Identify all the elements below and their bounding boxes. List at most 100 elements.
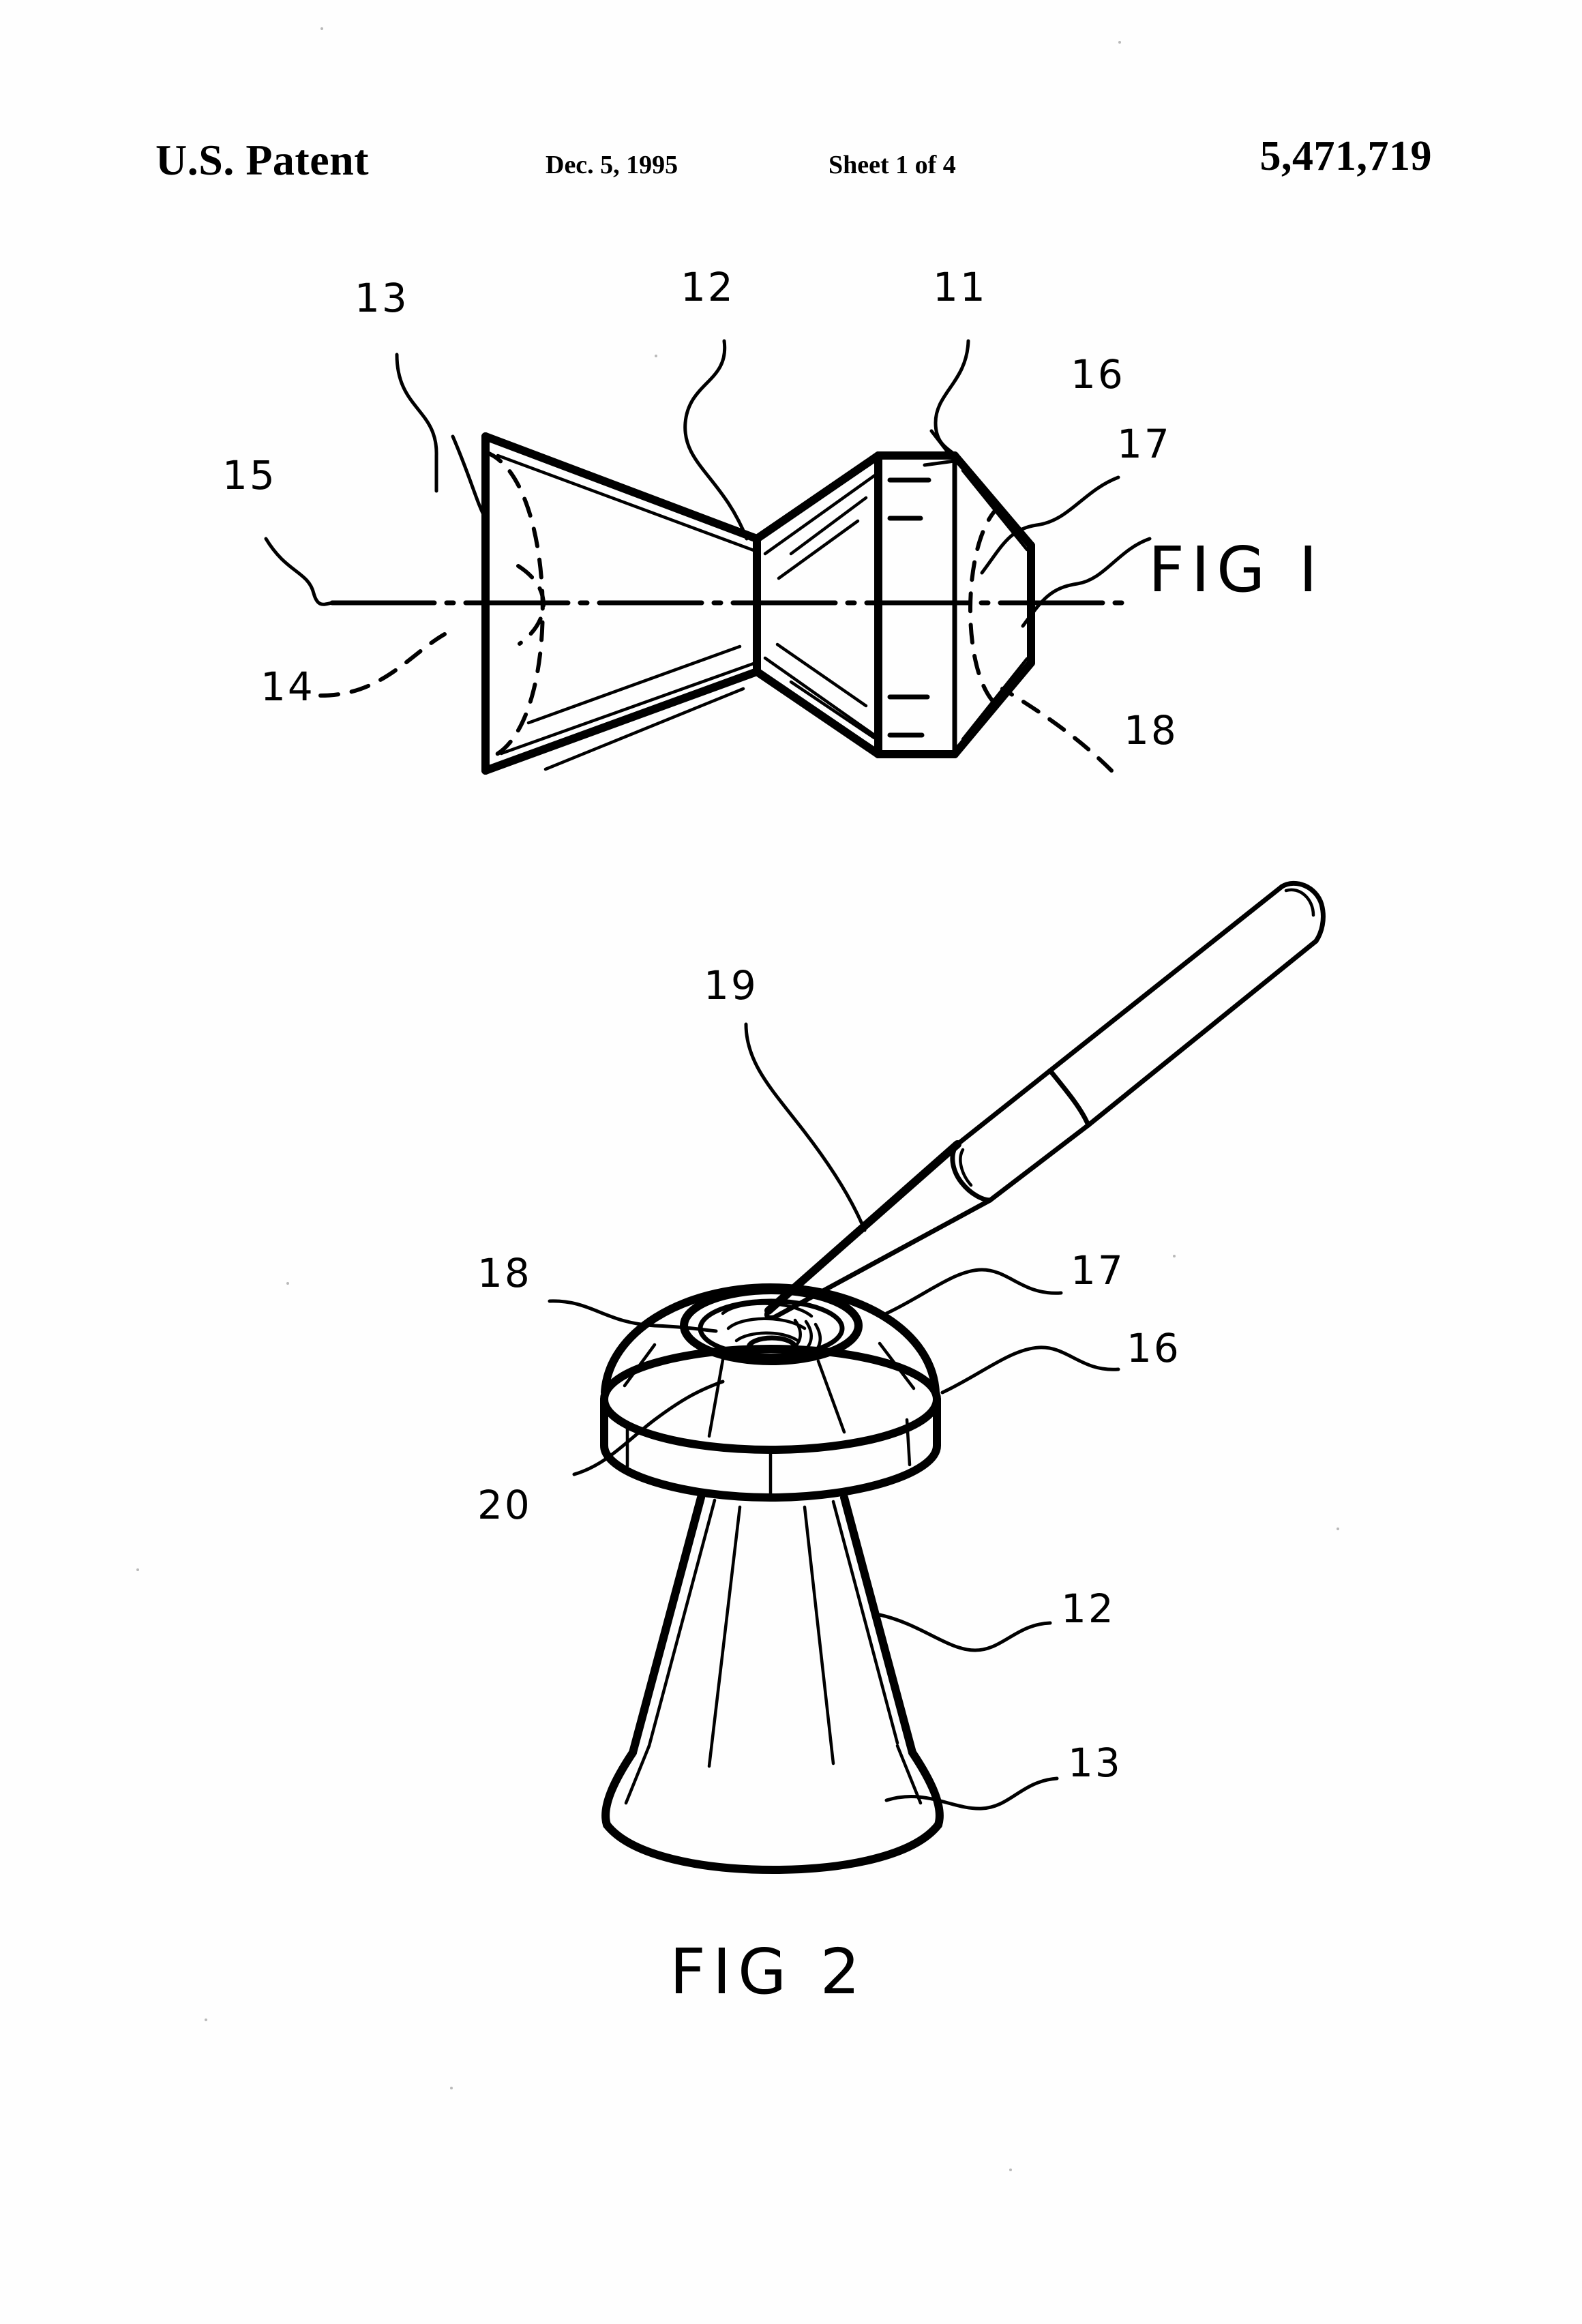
fig2-central-bore-18: [746, 1335, 798, 1360]
patent-office-label: U.S. Patent: [155, 136, 370, 184]
fig2-ref-19: 19: [704, 962, 758, 1009]
fig2-caption: FIG 2: [670, 1935, 867, 2008]
fig2-funnel-arc-4: [807, 1322, 822, 1359]
fig2-head-shade-2: [816, 1359, 846, 1434]
scan-speck: [1009, 2169, 1012, 2171]
fig1-leader-17: [1021, 537, 1152, 628]
scan-speck: [450, 2087, 453, 2089]
fig2-body-left-edge: [629, 1493, 705, 1757]
fig2-ref-20: 20: [477, 1482, 532, 1528]
fig1-far-bottom-bevel-inner: [961, 657, 1029, 741]
fig2-collar-lower-edge: [987, 1122, 1091, 1203]
fig1-shade-2: [543, 687, 745, 771]
fig2-head-shade-3: [878, 1341, 916, 1390]
fig2-body-right-inner: [831, 1500, 899, 1745]
fig1-ref-16: 16: [1071, 351, 1125, 398]
fig2-leader-16: [940, 1345, 1120, 1395]
scan-speck: [320, 27, 323, 30]
fig1-shade-5: [789, 496, 868, 556]
fig1-ref-11: 11: [933, 264, 987, 310]
fig2-barrel-end-cap: [1279, 880, 1326, 944]
fig2-tip-lower-edge: [771, 1197, 993, 1320]
fig2-body-right-edge: [840, 1493, 916, 1757]
fig2-barrel-lower-edge: [1086, 938, 1319, 1128]
fig1-leader-15: [264, 537, 334, 606]
fig2-funnel-arc-2: [726, 1317, 807, 1330]
fig2-ref-17: 17: [1071, 1247, 1125, 1294]
scan-speck: [286, 1282, 289, 1285]
fig1-left-bottom-inner-slant: [499, 661, 758, 756]
fig2-ref-12: 12: [1061, 1585, 1116, 1632]
fig2-ref-16: 16: [1126, 1325, 1181, 1371]
fig2-collar-shade-3: [905, 1418, 912, 1467]
fig1-leader-13b: [451, 434, 488, 520]
fig1-ref-15: 15: [222, 452, 277, 498]
fig2-ref-13: 13: [1068, 1740, 1122, 1786]
fig2-base-right-flare: [908, 1748, 944, 1829]
fig1-far-bottom-bevel: [951, 659, 1035, 758]
patent-number: 5,471,719: [1259, 133, 1432, 179]
fig2-leader-18: [548, 1299, 718, 1333]
fig2-tip-upper-edge: [764, 1140, 961, 1315]
fig2-leader-19: [744, 1022, 867, 1232]
fig2-collar-upper-edge: [955, 1068, 1053, 1147]
fig1-shade-3: [775, 642, 868, 708]
fig2-leader-20: [572, 1380, 725, 1476]
fig1-left-top-inner-slant: [496, 453, 758, 553]
scan-speck: [205, 2018, 207, 2021]
fig1-far-top-bevel-inner: [961, 468, 1029, 552]
fig2-barrel-upper-edge: [1047, 884, 1285, 1073]
fig2-body-shade-1: [707, 1505, 742, 1768]
scan-speck: [1173, 1255, 1176, 1257]
fig1-leader-16: [980, 475, 1120, 575]
fig1-right-top-inner-slant: [763, 470, 882, 556]
fig1-orifice-hidden-arc: [968, 504, 1002, 709]
fig1-ref-13: 13: [355, 275, 409, 321]
fig1-right-top-front-slant: [753, 451, 882, 543]
fig1-leader-18-dashed: [1000, 687, 1114, 773]
fig2-funnel-arc-3: [734, 1331, 800, 1343]
fig2-leader-12: [878, 1613, 1052, 1652]
fig2-base-left-flare: [601, 1748, 637, 1829]
fig1-far-top-bevel: [951, 451, 1035, 550]
scan-speck: [1118, 41, 1121, 44]
figure-2-drawing: [548, 880, 1326, 1874]
fig1-left-bottom-front-slant: [481, 668, 761, 775]
fig1-right-bottom-front-slant: [753, 668, 882, 758]
scan-speck: [136, 1568, 139, 1571]
fig2-funnel-arc-5: [797, 1320, 813, 1356]
fig2-leader-17: [884, 1268, 1063, 1315]
scan-speck: [1337, 1528, 1339, 1530]
fig2-body-shade-2: [803, 1505, 835, 1766]
fig1-ref-18: 18: [1124, 707, 1178, 754]
fig2-orifice-inner-rim: [698, 1298, 845, 1358]
fig1-left-rim-hidden-arc: [483, 450, 545, 760]
fig1-ref-17: 17: [1117, 421, 1171, 467]
fig2-base-shade-2: [895, 1744, 923, 1805]
fig1-ref-12: 12: [681, 264, 735, 310]
fig1-leader-13: [395, 353, 438, 493]
fig2-collar-band-20: [600, 1395, 941, 1502]
fig2-head-shade-1: [707, 1358, 725, 1438]
fig2-base-bottom-ellipse: [603, 1821, 942, 1874]
figure-1-drawing: [264, 339, 1152, 775]
fig2-ref-18: 18: [477, 1250, 532, 1296]
fig1-leader-14-dashed: [318, 632, 447, 698]
fig1-shade-4: [789, 680, 876, 740]
fig1-caption: FIG I: [1148, 533, 1324, 606]
sheet-indicator: Sheet 1 of 4: [829, 151, 956, 179]
fig2-leader-13: [884, 1776, 1059, 1811]
fig2-collar-front-arc: [1047, 1068, 1091, 1128]
patent-issue-date: Dec. 5, 1995: [546, 151, 678, 179]
fig2-head-max-ellipse: [600, 1345, 941, 1454]
fig2-collar-rear-arc: [950, 1142, 993, 1203]
fig1-leader-11-arrowhead: [923, 429, 957, 467]
fig2-funnel-arc-6: [786, 1318, 802, 1354]
fig2-body-left-inner: [647, 1498, 717, 1748]
fig2-base-shade-1: [624, 1744, 651, 1805]
fig2-head-shade-4: [623, 1343, 657, 1388]
fig2-collar-rear-arc-inner: [959, 1148, 973, 1187]
fig2-head-dome-outline: [601, 1283, 940, 1397]
fig2-funnel-arc-1: [721, 1302, 814, 1318]
